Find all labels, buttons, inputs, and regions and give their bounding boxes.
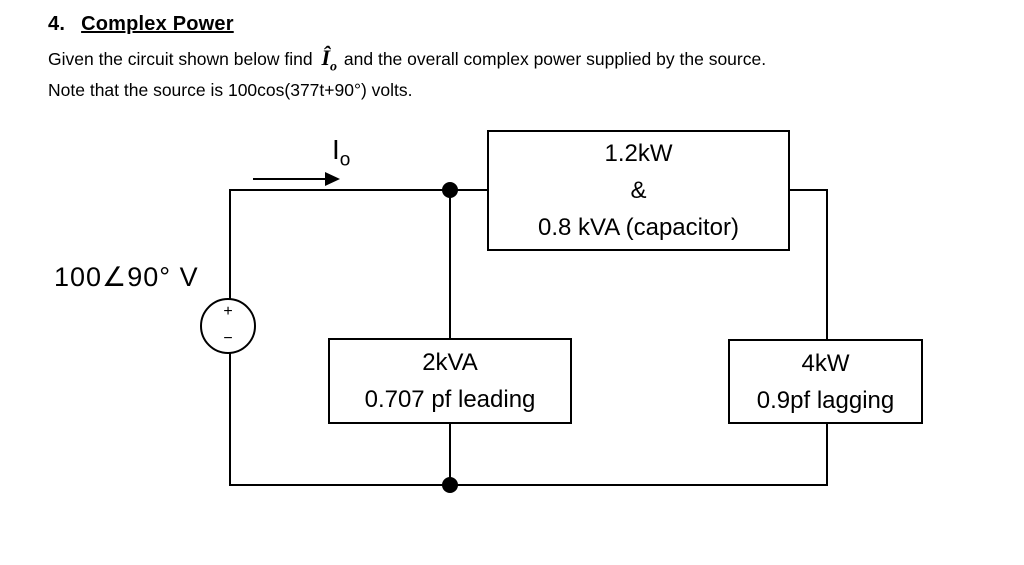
wire-top-right — [790, 189, 828, 191]
load-box-right: 4kW 0.9pf lagging — [728, 339, 923, 424]
current-label-subscript: o — [339, 149, 351, 171]
load-top-line3: 0.8 kVA (capacitor) — [538, 214, 739, 241]
wire-left-upper — [229, 189, 231, 300]
load-middle-line1: 2kVA — [422, 349, 478, 376]
source-voltage-label: 100∠90° V — [54, 262, 199, 292]
source-note: Note that the source is 100cos(377t+90°)… — [48, 80, 413, 100]
wire-top — [229, 189, 488, 191]
junction-dot-top — [442, 182, 458, 198]
problem-statement: Given the circuit shown below find Îo an… — [48, 45, 767, 74]
minus-sign: − — [223, 330, 233, 347]
load-right-line1: 4kW — [801, 349, 850, 377]
wire-right-lower — [826, 423, 828, 486]
load-middle-line2: 0.707 pf leading — [364, 386, 536, 413]
current-label-symbol: I — [332, 134, 340, 165]
plus-sign: + — [223, 303, 233, 320]
phasor-subscript: o — [330, 59, 338, 75]
problem-number: 4. — [48, 13, 66, 35]
wire-bottom — [229, 484, 828, 486]
wire-left-lower — [229, 352, 231, 486]
statement-suffix: and the overall complex power supplied b… — [343, 49, 767, 69]
current-phasor-symbol: Îo — [317, 45, 339, 74]
current-label: Io — [332, 134, 350, 170]
load-top-line2: & — [630, 177, 647, 204]
wire-right-upper — [826, 189, 828, 340]
problem-title: Complex Power — [81, 13, 234, 35]
wire-middle-lower — [449, 423, 451, 486]
current-arrow-head-icon — [325, 172, 340, 186]
load-right-line2: 0.9pf lagging — [756, 386, 895, 414]
wire-middle-upper — [449, 189, 451, 339]
current-arrow — [253, 178, 327, 180]
statement-prefix: Given the circuit shown below find — [48, 49, 313, 69]
phasor-i: Î — [321, 45, 331, 70]
voltage-source-circle: + − — [200, 298, 256, 354]
load-box-middle: 2kVA 0.707 pf leading — [328, 338, 572, 424]
junction-dot-bottom — [442, 477, 458, 493]
load-box-top: 1.2kW & 0.8 kVA (capacitor) — [487, 130, 790, 251]
load-top-line1: 1.2kW — [604, 140, 673, 167]
problem-title-row: 4. Complex Power — [48, 13, 234, 36]
